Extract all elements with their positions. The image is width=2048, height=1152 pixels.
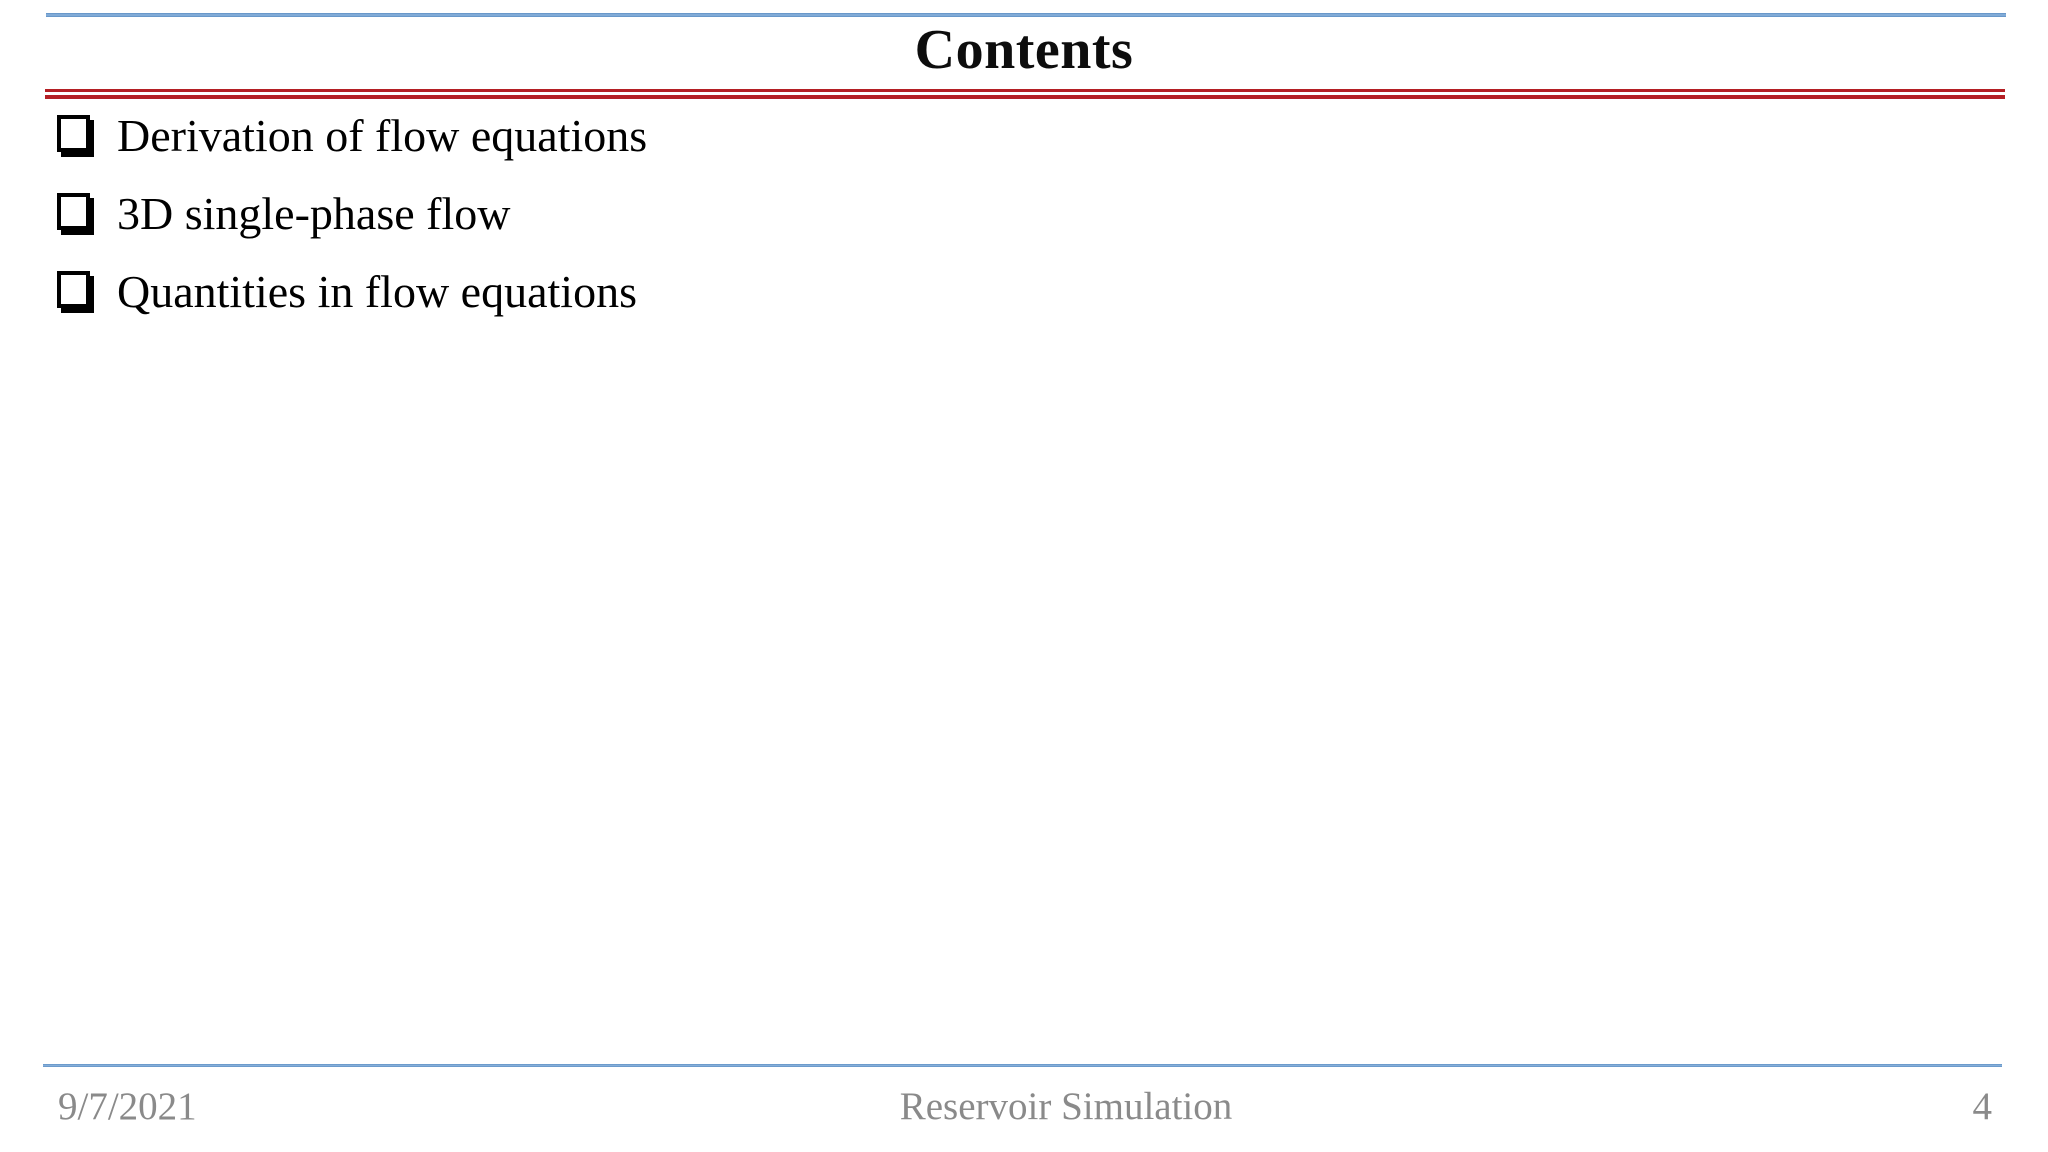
list-item-label: 3D single-phase flow [117, 188, 511, 239]
footer-title: Reservoir Simulation [899, 1085, 1233, 1128]
footer-divider-line [43, 1064, 2002, 1067]
footer: 9/7/2021 Reservoir Simulation 4 [0, 1082, 2048, 1134]
checkbox-bullet-icon [57, 115, 90, 152]
top-divider-line [46, 13, 2006, 17]
title-underline-double-rule [45, 89, 2005, 99]
list-item: Derivation of flow equations [57, 108, 1988, 163]
checkbox-bullet-icon [57, 193, 90, 230]
checkbox-bullet-icon [57, 271, 90, 308]
list-item-label: Quantities in flow equations [117, 266, 637, 317]
list-item-label: Derivation of flow equations [117, 110, 648, 161]
list-item: 3D single-phase flow [57, 186, 1988, 241]
list-item: Quantities in flow equations [57, 264, 1988, 319]
footer-page-number: 4 [1972, 1085, 1993, 1128]
contents-list: Derivation of flow equations 3D single-p… [57, 108, 1988, 342]
slide-title: Contents [914, 19, 1134, 81]
footer-date: 9/7/2021 [58, 1085, 197, 1128]
